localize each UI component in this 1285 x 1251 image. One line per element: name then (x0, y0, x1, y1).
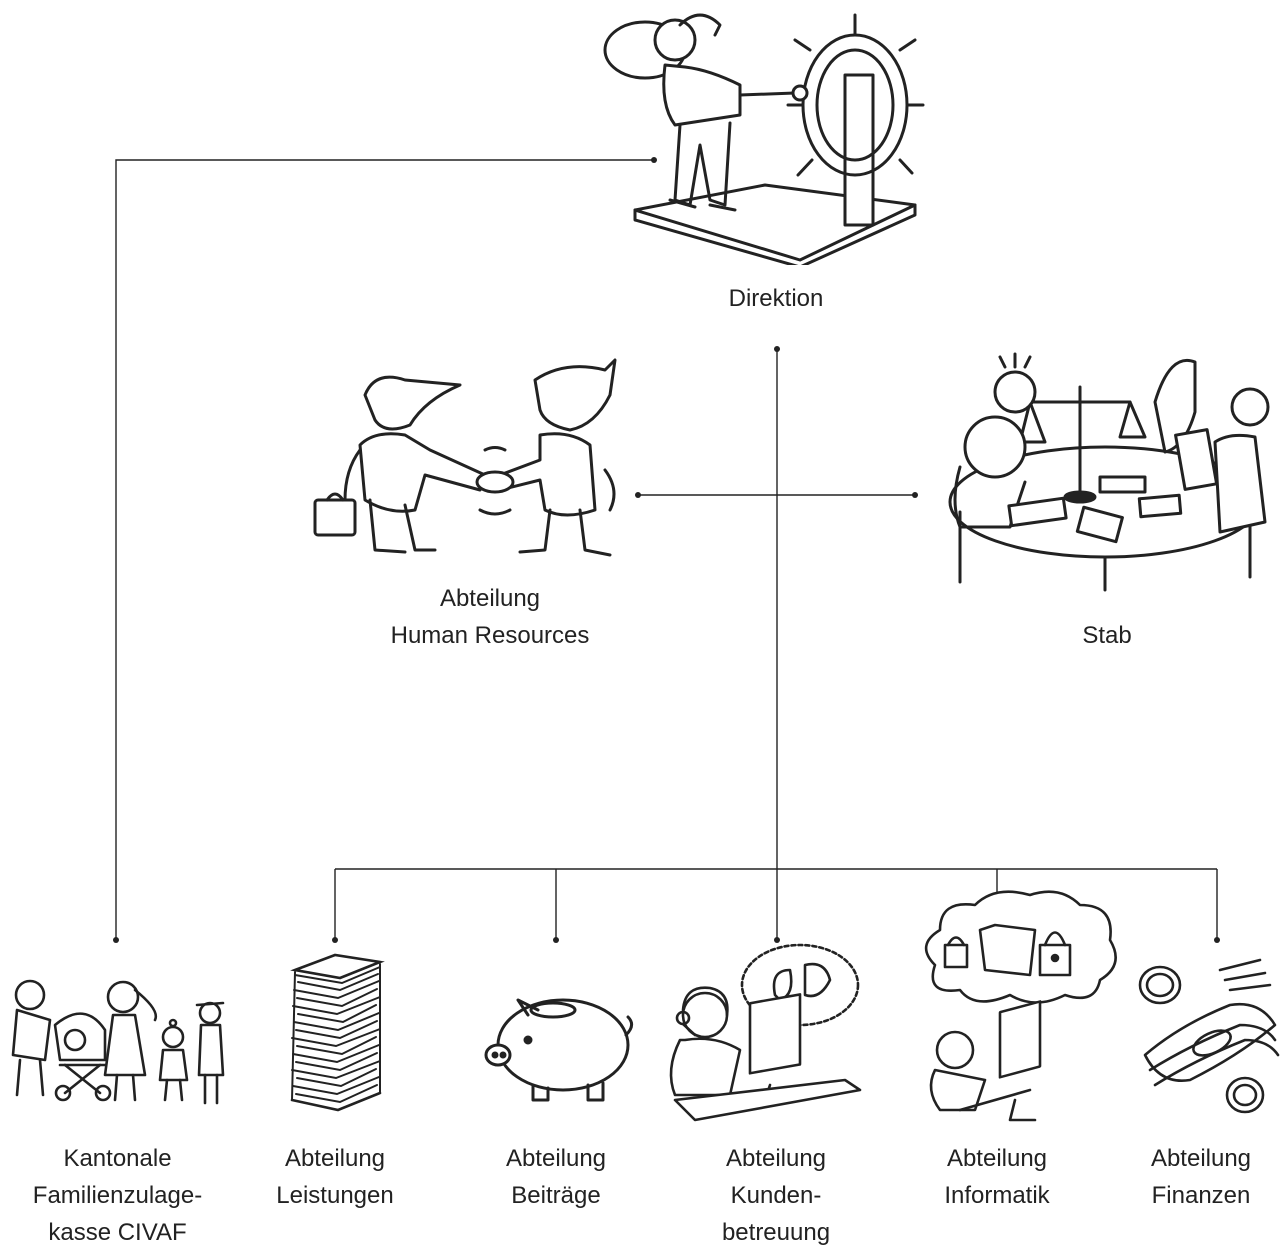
label-stab: Stab (1007, 617, 1207, 654)
label-line: Abteilung (284, 1145, 386, 1172)
label-line: Direktion (728, 285, 824, 312)
label-line: Stab (1082, 622, 1132, 649)
label-line: Informatik (944, 1182, 1050, 1209)
label-line: Abteilung (946, 1145, 1048, 1172)
money-icon (1138, 958, 1280, 1114)
label-beitraege: Abteilung Beiträge (456, 1140, 656, 1214)
label-line: Kunden- (730, 1182, 822, 1209)
label-direktion: Direktion (676, 280, 876, 317)
meeting-table-icon (948, 352, 1270, 592)
label-line: Leistungen (276, 1182, 394, 1209)
label-line: Abteilung (505, 1145, 607, 1172)
captain-wheel-icon (603, 13, 925, 265)
label-line: Finanzen (1151, 1182, 1251, 1209)
label-informatik: Abteilung Informatik (897, 1140, 1097, 1214)
call-center-icon (669, 943, 862, 1122)
cloud-computer-icon (924, 890, 1117, 1122)
label-leistungen: Abteilung Leistungen (235, 1140, 435, 1214)
label-line: kasse CIVAF (48, 1219, 187, 1246)
label-finanzen: Abteilung Finanzen (1117, 1140, 1285, 1214)
handshake-icon (313, 358, 617, 557)
family-icon (11, 979, 225, 1105)
label-line: Beiträge (511, 1182, 601, 1209)
label-kundenbetreuung: Abteilung Kunden- betreuung (676, 1140, 876, 1251)
label-line: Kantonale (63, 1145, 172, 1172)
label-line: Abteilung (725, 1145, 827, 1172)
label-human-resources: Abteilung Human Resources (340, 580, 640, 654)
label-civaf: Kantonale Familienzulage- kasse CIVAF (0, 1140, 235, 1251)
label-line: Human Resources (390, 622, 590, 649)
label-line: Familienzulage- (32, 1182, 203, 1209)
label-line: Abteilung (1150, 1145, 1252, 1172)
piggy-bank-icon (484, 998, 633, 1102)
label-line: betreuung (721, 1219, 831, 1246)
paper-stack-icon (290, 953, 385, 1112)
label-line: Abteilung (439, 585, 541, 612)
